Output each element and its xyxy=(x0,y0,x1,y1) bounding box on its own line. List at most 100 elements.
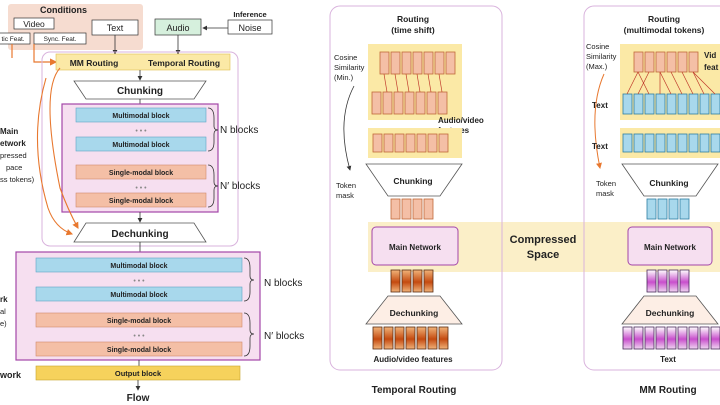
chunking-label: Chunking xyxy=(117,86,163,97)
temporal-output-tokens xyxy=(390,269,434,293)
mm-main-network-box xyxy=(627,226,713,266)
outer-network-side-4: work xyxy=(0,370,22,380)
mm-chunking-trapezoid xyxy=(621,163,719,197)
audio-input-label: Audio xyxy=(166,23,189,33)
temporal-chunking-label: Chunking xyxy=(393,176,432,186)
compressed-space-label-1: Compressed xyxy=(510,234,577,246)
temporal-panel-outline xyxy=(329,5,503,371)
semantic-feat-box xyxy=(0,32,31,45)
mm-video-feat-label-1: Vid xyxy=(704,51,716,60)
singlemodal-block-2-label: Single-modal block xyxy=(109,198,173,205)
temporal-similarity-lines xyxy=(383,73,443,93)
mm-video-feat-label-2: feat xyxy=(704,63,719,72)
mm-token-mask-label-1: Token xyxy=(596,179,616,188)
temporal-chunking-trapezoid xyxy=(365,163,463,197)
mm-dechunking-trapezoid xyxy=(621,295,719,325)
mm-output-label: Text xyxy=(660,355,676,364)
mm-text-tokens-1 xyxy=(622,93,720,115)
singlemodal-block-1 xyxy=(75,164,207,180)
n-prime-blocks-brace xyxy=(207,164,219,208)
mm-dechunking-label: Dechunking xyxy=(646,308,695,318)
singlemodal-block-2 xyxy=(75,192,207,208)
multimodal-dots: • • • xyxy=(135,128,147,135)
temporal-main-network-label: Main Network xyxy=(389,243,442,252)
main-network-side-4: pace xyxy=(6,163,22,172)
temporal-mask-tokens xyxy=(372,133,449,153)
outer-singlemodal-block-2 xyxy=(35,341,243,357)
flow-label: Flow xyxy=(127,393,150,404)
temporal-chunked-tokens xyxy=(390,198,434,220)
mm-chunked-tokens xyxy=(646,198,690,220)
temporal-dechunking-label: Dechunking xyxy=(390,308,439,318)
temporal-output-label: Audio/video features xyxy=(373,355,453,364)
temporal-routing-title-2: (time shift) xyxy=(391,25,435,35)
mm-cosine-label-2: Similarity xyxy=(586,52,617,61)
temporal-routing-panel: Routing (time shift) xyxy=(329,5,503,396)
temporal-token-mask-arrow xyxy=(343,85,355,171)
singlemodal-dots: • • • xyxy=(135,185,147,192)
compressed-space-label-2: Space xyxy=(527,249,559,261)
text-input-label: Text xyxy=(107,23,124,33)
main-network-side-2: etwork xyxy=(0,139,26,148)
temporal-top-tokens xyxy=(379,51,456,75)
temporal-token-mask-label-1: Token xyxy=(336,181,356,190)
outer-multimodal-dots: • • • xyxy=(133,278,145,285)
video-label: Video xyxy=(23,19,45,29)
video-to-mm-routing-arrow xyxy=(33,44,58,66)
video-input-box xyxy=(13,17,55,30)
outer-n-prime-blocks-label: N′ blocks xyxy=(264,331,304,342)
temporal-shifted-tokens xyxy=(371,91,448,115)
mm-cosine-label-3: (Max.) xyxy=(586,62,608,71)
semantic-feat-label: tic Feat. xyxy=(1,36,24,43)
outer-multimodal-block-2 xyxy=(35,286,243,302)
outer-network-side-2: al xyxy=(0,307,6,316)
mm-routing-label: MM Routing xyxy=(70,58,119,68)
multimodal-block-1-label: Multimodal block xyxy=(112,113,169,120)
dechunking-trapezoid xyxy=(73,222,207,243)
main-network-side-1: Main xyxy=(0,127,18,136)
n-blocks-label: N blocks xyxy=(220,125,258,136)
conditions-title: Conditions xyxy=(40,5,87,15)
inference-label: Inference xyxy=(233,10,266,19)
mm-token-mask-arrow xyxy=(594,73,605,169)
noise-label: Noise xyxy=(238,23,261,33)
mm-similarity-lines xyxy=(626,71,716,95)
mm-token-mask-label-2: mask xyxy=(596,189,614,198)
temporal-final-tokens xyxy=(372,326,449,350)
left-architecture: Conditions Video tic Feat. Sync. Feat. T… xyxy=(0,4,304,404)
outer-singlemodal-block-1-label: Single-modal block xyxy=(107,318,171,325)
temporal-token-mask-label-2: mask xyxy=(336,191,354,200)
skip-arrow-1 xyxy=(49,67,79,229)
outer-n-prime-blocks-brace xyxy=(243,312,255,357)
dechunking-label: Dechunking xyxy=(111,229,168,240)
mm-routing-title-2: (multimodal tokens) xyxy=(624,25,705,35)
mm-panel-outline xyxy=(583,5,720,371)
sync-feat-box xyxy=(33,32,87,45)
outer-network-side-1: rk xyxy=(0,295,8,304)
multimodal-block-2 xyxy=(75,136,207,152)
outer-singlemodal-block-2-label: Single-modal block xyxy=(107,347,171,354)
n-blocks-brace xyxy=(207,107,219,152)
outer-n-blocks-brace xyxy=(243,257,255,302)
temporal-cosine-label-1: Cosine xyxy=(334,53,357,62)
outer-n-blocks-label: N blocks xyxy=(264,278,302,289)
skip-arrow-2 xyxy=(36,77,74,236)
temporal-features-label-1: Audio/video xyxy=(438,116,484,125)
outer-singlemodal-dots: • • • xyxy=(133,333,145,340)
mm-chunking-label: Chunking xyxy=(649,178,688,188)
mm-text-label-1: Text xyxy=(592,101,608,110)
mm-routing-caption: MM Routing xyxy=(639,385,696,396)
mm-final-tokens xyxy=(622,326,720,350)
outer-multimodal-block-2-label: Multimodal block xyxy=(110,292,167,299)
mm-video-tokens xyxy=(633,51,699,73)
outer-singlemodal-block-1 xyxy=(35,312,243,328)
temporal-main-network-box xyxy=(371,226,459,266)
temporal-dechunking-trapezoid xyxy=(365,295,463,325)
n-prime-blocks-label: N′ blocks xyxy=(220,181,260,192)
sync-feat-label: Sync. Feat. xyxy=(44,36,77,43)
output-block-label: Output block xyxy=(115,369,162,378)
mm-main-network-label: Main Network xyxy=(644,243,697,252)
chunking-trapezoid xyxy=(73,80,207,100)
mm-cosine-label-1: Cosine xyxy=(586,42,609,51)
